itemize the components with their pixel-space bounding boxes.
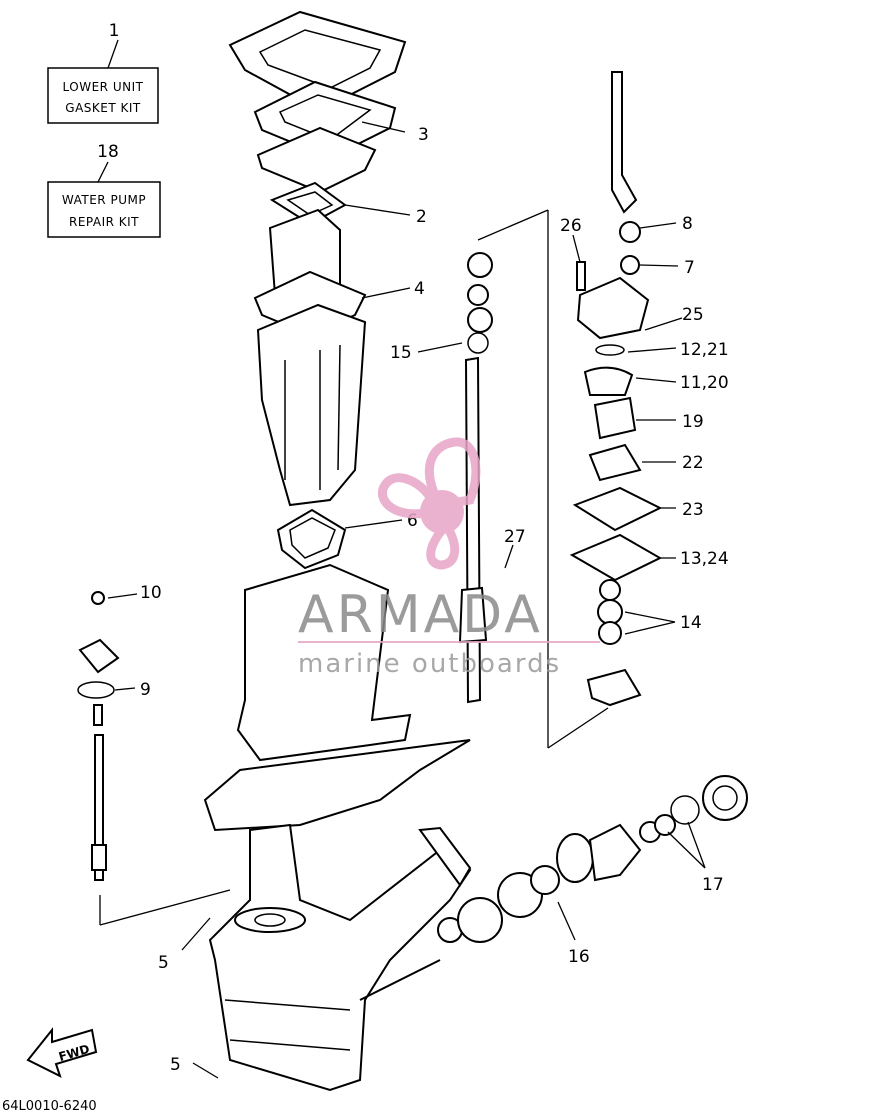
water-pump-assembly (569, 71, 663, 707)
shift-rod (77, 591, 231, 926)
kit-line2: GASKET KIT (65, 101, 141, 115)
kit-number: 1 (109, 21, 120, 41)
callout-7: 7 (684, 258, 695, 278)
callout-25: 25 (682, 305, 704, 325)
kit-box-gasket: 1 LOWER UNIT GASKET KIT (47, 21, 159, 124)
callout-4: 4 (414, 279, 425, 299)
callout-12-21: 12,21 (680, 340, 729, 360)
armada-watermark: ARMADA marine outboards (298, 437, 600, 679)
kit-box-water-pump: 18 WATER PUMP REPAIR KIT (47, 142, 161, 238)
callout-22: 22 (682, 453, 704, 473)
callout-10: 10 (140, 583, 162, 603)
drive-shaft (458, 209, 609, 749)
kit-line1: WATER PUMP (62, 193, 146, 207)
propeller-logo-icon (377, 437, 481, 570)
watermark-tagline: marine outboards (298, 649, 561, 679)
watermark-brand: ARMADA (298, 585, 543, 645)
callout-11-20: 11,20 (680, 373, 729, 393)
callout-26: 26 (560, 216, 582, 236)
callout-23: 23 (682, 500, 704, 520)
callout-19: 19 (682, 412, 704, 432)
kit-line2: REPAIR KIT (69, 215, 139, 229)
callout-16: 16 (568, 947, 590, 967)
callout-14: 14 (680, 613, 702, 633)
kit-number: 18 (97, 142, 119, 162)
leader-lines (107, 121, 706, 1079)
kit-line1: LOWER UNIT (63, 80, 144, 94)
callout-6: 6 (407, 511, 418, 531)
diagram-code: 64L0010-6240 (2, 1099, 97, 1114)
propeller-shaft-assembly (359, 775, 748, 1001)
callout-9: 9 (140, 680, 151, 700)
forward-arrow-icon: FWD (26, 1027, 98, 1078)
callout-27: 27 (504, 527, 526, 547)
callout-13-24: 13,24 (680, 549, 729, 569)
callout-17: 17 (702, 875, 724, 895)
callout-5-upper: 5 (158, 953, 169, 973)
callout-15: 15 (390, 343, 412, 363)
callout-labels: 3 2 4 6 15 10 9 5 5 26 8 7 25 12,21 11,2… (140, 125, 729, 1075)
callout-5-lower: 5 (170, 1055, 181, 1075)
callout-8: 8 (682, 214, 693, 234)
callout-3: 3 (418, 125, 429, 145)
lower-casing-assembly (203, 563, 472, 1092)
callout-2: 2 (416, 207, 427, 227)
upper-casing-assembly (228, 10, 407, 570)
